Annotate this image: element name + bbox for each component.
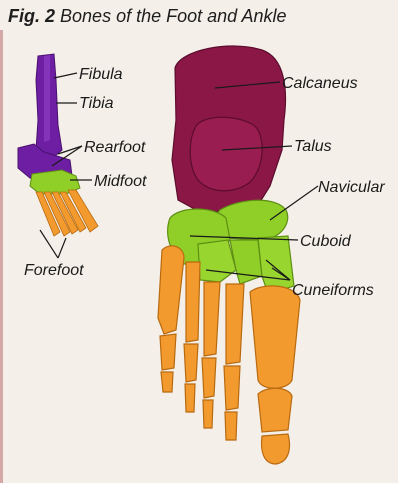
third-toe-phalanges (202, 358, 216, 428)
label-forefoot: Forefoot (24, 262, 84, 279)
second-metatarsal-bone (226, 284, 244, 364)
second-toe-phalanges (224, 366, 240, 440)
fifth-metatarsal-bone (158, 246, 184, 334)
cuneiform-bone-intermediate (230, 240, 262, 284)
label-talus: Talus (294, 138, 332, 155)
first-metatarsal-bone (250, 286, 300, 388)
fifth-toe-phalanges (160, 334, 176, 392)
cuneiform-bone-medial (258, 236, 294, 294)
label-cuneiforms: Cuneiforms (292, 282, 374, 299)
small-fibula-bone (44, 55, 50, 142)
label-navicular: Navicular (318, 179, 385, 196)
small-forefoot-bones (36, 190, 98, 236)
label-fibula: Fibula (79, 66, 123, 83)
label-tibia: Tibia (79, 95, 114, 112)
label-cuboid: Cuboid (300, 233, 352, 250)
label-rearfoot: Rearfoot (84, 139, 146, 156)
label-calcaneus: Calcaneus (282, 75, 358, 92)
third-metatarsal-bone (204, 282, 220, 356)
talus-bone (190, 117, 262, 190)
cuneiform-bone-lateral (198, 240, 236, 282)
large-foot-illustration (158, 46, 300, 464)
big-toe-phalanges (258, 388, 292, 464)
fourth-metatarsal-bone (186, 262, 200, 342)
label-midfoot: Midfoot (94, 173, 147, 190)
fourth-toe-phalanges (184, 344, 198, 412)
